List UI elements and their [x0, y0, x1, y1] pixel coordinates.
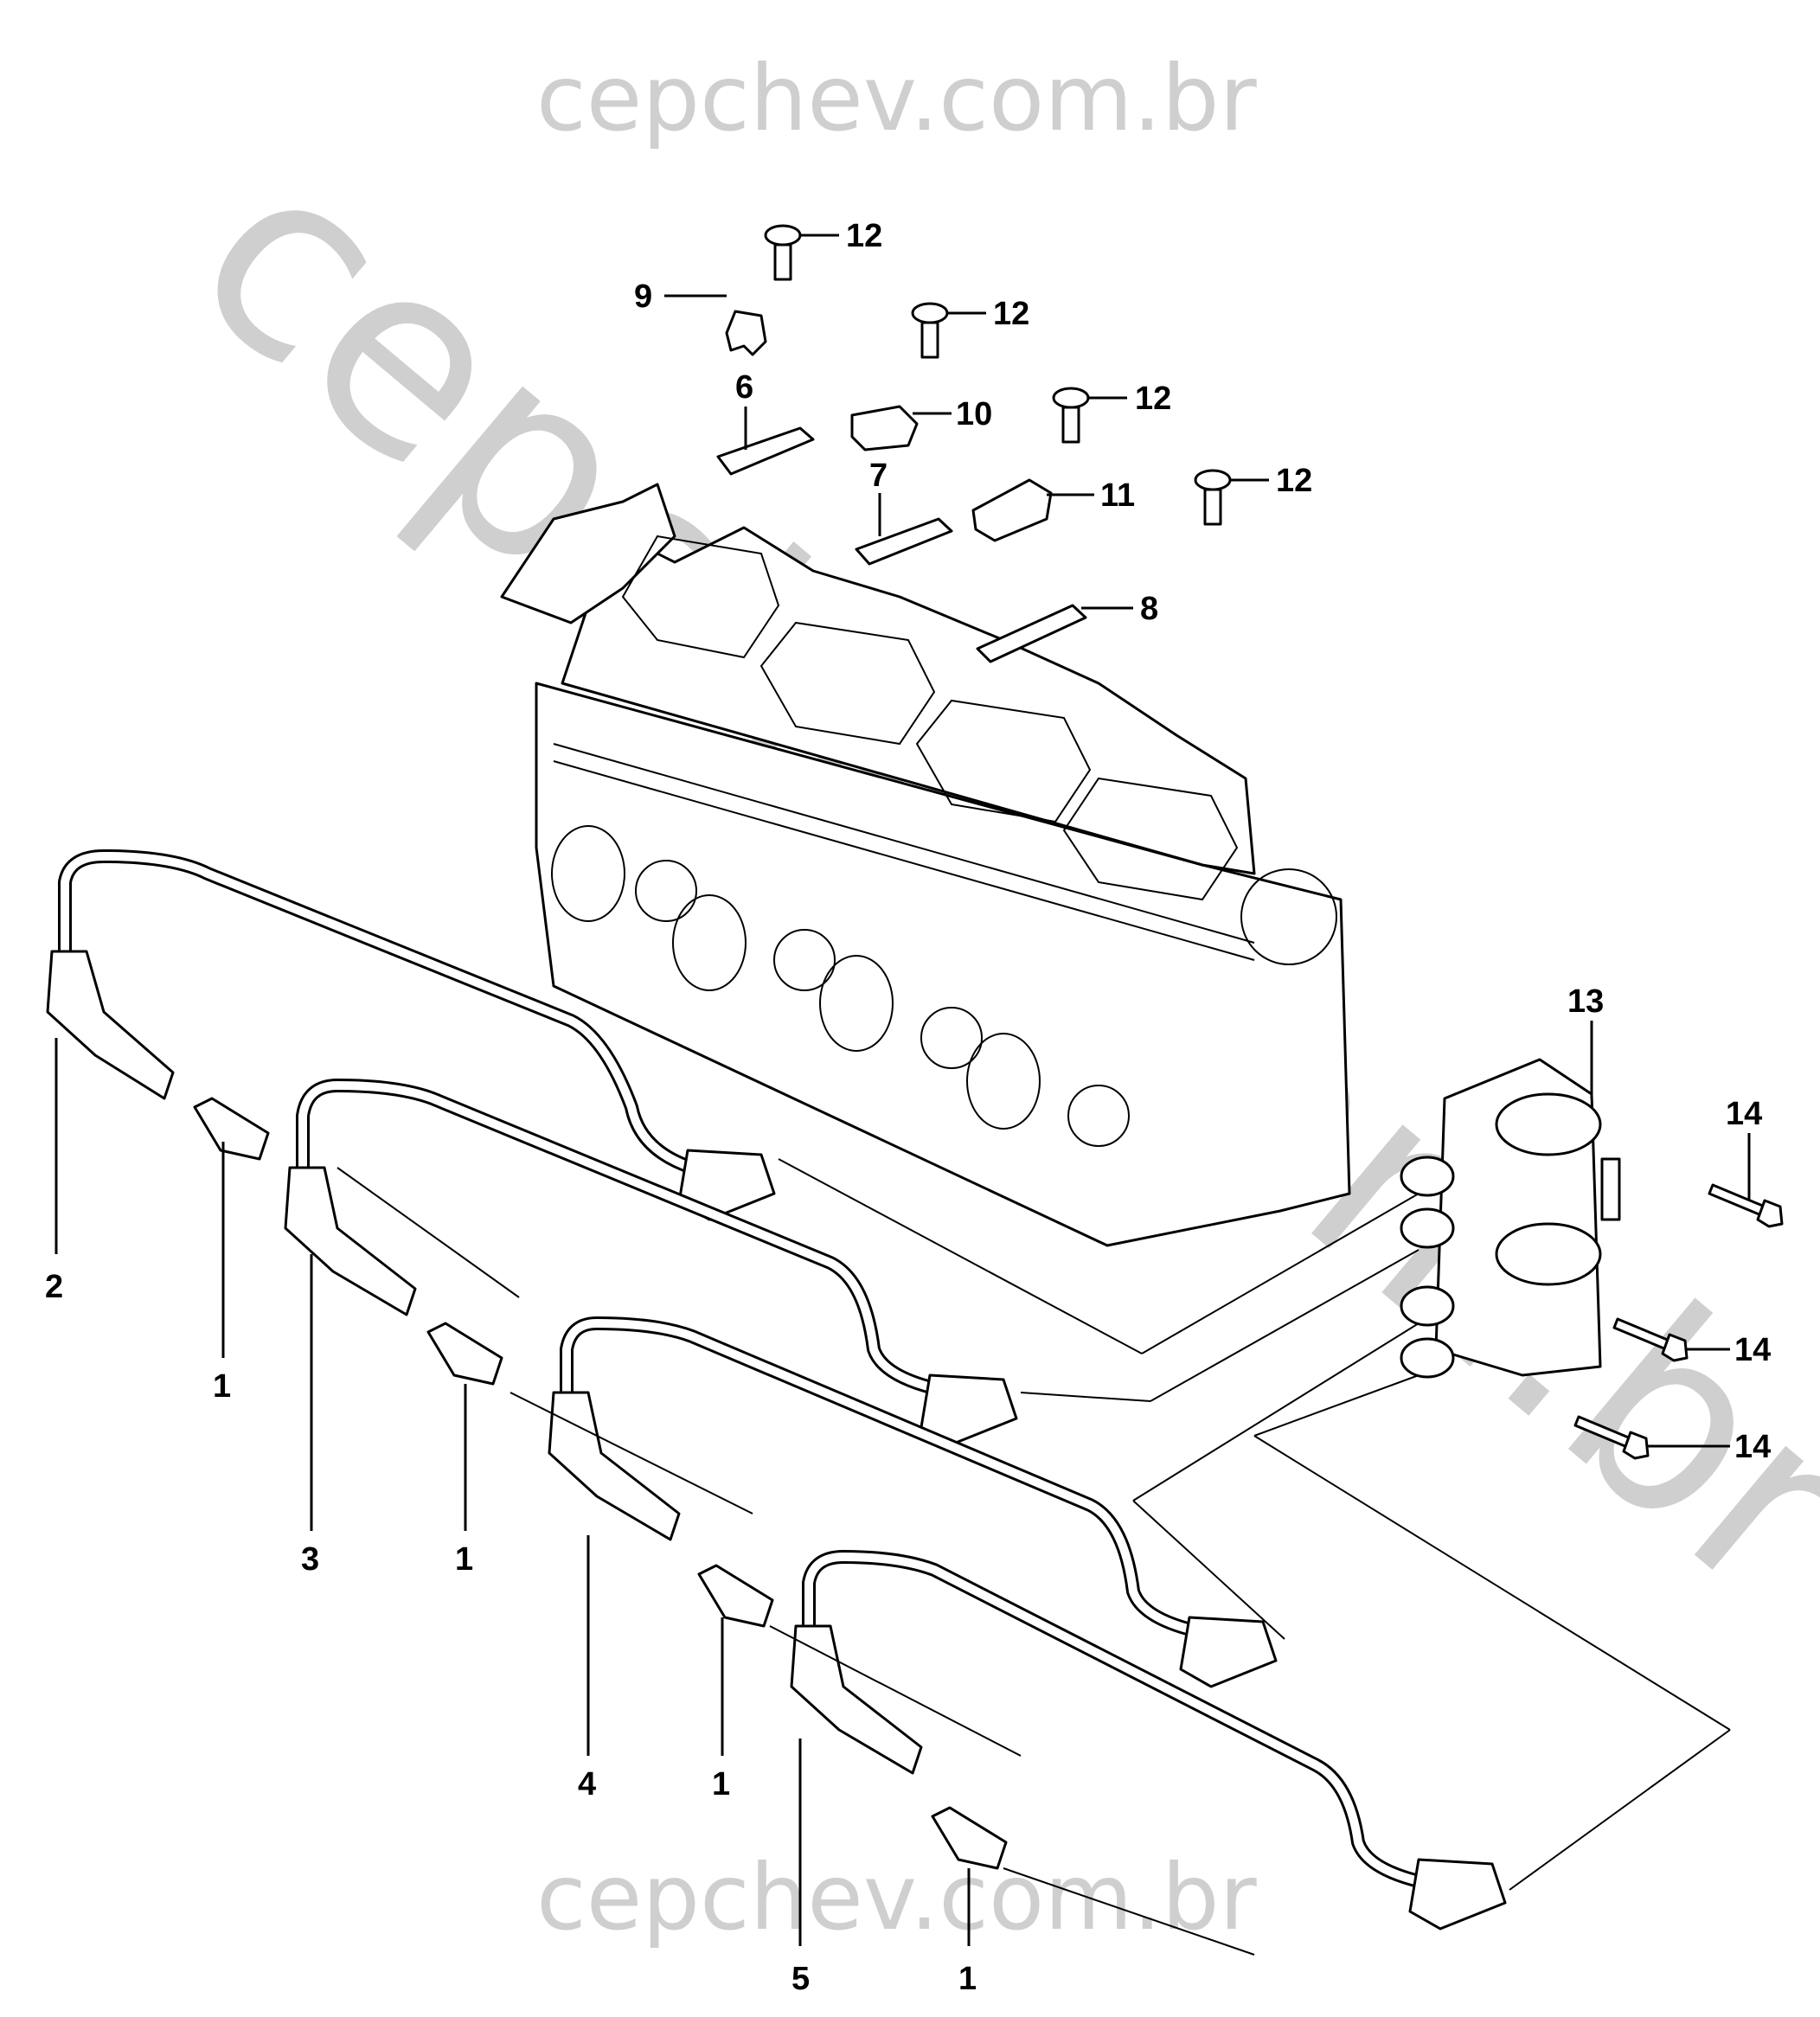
callout-12-a: 12 [846, 218, 882, 254]
callout-12-b: 12 [993, 296, 1029, 332]
spark-plug-1-d [931, 1806, 1008, 1946]
clip-9 [664, 294, 767, 356]
bolt-12-c [1052, 387, 1127, 444]
bolt-12-d [1194, 469, 1269, 526]
spark-plug-1-a [193, 1097, 270, 1358]
callout-14-a: 14 [1726, 1096, 1762, 1132]
coil-tower-1 [1400, 1156, 1455, 1197]
bracket-8 [976, 604, 1133, 663]
routing-lines [336, 1158, 1731, 1956]
bolt-14-c [1573, 1415, 1730, 1460]
callout-1-b: 1 [455, 1541, 473, 1578]
callout-7: 7 [869, 458, 888, 494]
clip-10 [850, 405, 952, 451]
ignition-coil [1400, 1021, 1621, 1379]
callout-1-d: 1 [958, 1961, 977, 1997]
callout-13: 13 [1567, 983, 1604, 1020]
watermark-top: cepchev.com.br [536, 46, 1257, 151]
callout-1-c: 1 [712, 1766, 730, 1802]
bolt-14-b [1612, 1317, 1730, 1362]
callout-8: 8 [1140, 591, 1158, 627]
callout-4: 4 [578, 1766, 596, 1802]
callout-9: 9 [634, 279, 652, 315]
callout-1-a: 1 [213, 1368, 231, 1405]
ignition-cable-5 [790, 1550, 1507, 1946]
spark-plug-1-b [426, 1322, 503, 1531]
callout-14-b: 14 [1734, 1332, 1771, 1368]
ignition-cable-2 [46, 849, 776, 1254]
ignition-cable-3 [284, 1079, 1018, 1531]
callout-11: 11 [1100, 477, 1135, 514]
coil-tower-4 [1400, 1337, 1455, 1379]
clip-11 [971, 478, 1094, 542]
spark-plug-1-c [697, 1564, 774, 1756]
callout-2: 2 [45, 1269, 63, 1305]
callout-14-c: 14 [1734, 1429, 1771, 1465]
coil-tower-2 [1400, 1207, 1455, 1249]
bracket-6 [716, 407, 815, 476]
cylinder-head [500, 483, 1351, 1247]
bracket-7 [855, 493, 953, 566]
callout-10: 10 [956, 396, 992, 432]
bolt-12-b [911, 302, 986, 359]
callout-3: 3 [301, 1541, 319, 1578]
coil-tower-3 [1400, 1285, 1455, 1327]
bolt-14-a [1708, 1133, 1784, 1228]
ignition-cable-4 [548, 1316, 1278, 1756]
callout-6: 6 [735, 369, 753, 406]
callout-5: 5 [791, 1961, 810, 1997]
bolt-12-a [764, 224, 839, 281]
callout-12-c: 12 [1135, 381, 1171, 417]
watermark-bottom: cepchev.com.br [536, 1845, 1257, 1950]
callout-12-d: 12 [1276, 463, 1312, 499]
